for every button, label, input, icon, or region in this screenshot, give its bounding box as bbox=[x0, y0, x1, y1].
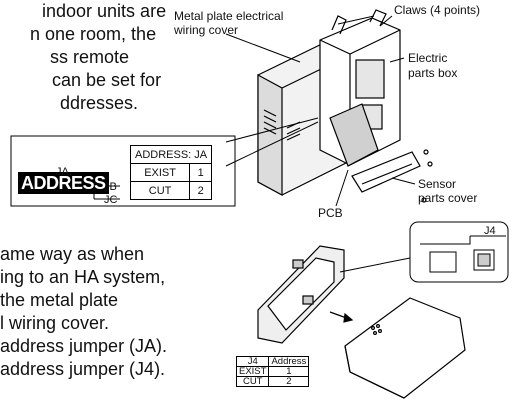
text-line: address jumper (J4). bbox=[0, 359, 166, 379]
sensor-cover-label-line1: Sensor bbox=[418, 177, 457, 191]
table-header: J4 bbox=[235, 356, 270, 367]
table-cell: EXIST bbox=[129, 163, 191, 182]
text-line: the metal plate bbox=[0, 290, 119, 310]
pcb-label: PCB bbox=[318, 206, 343, 220]
address-badge: ADDRESS bbox=[18, 172, 109, 194]
text-line: l wiring cover. bbox=[0, 313, 110, 333]
text-line: ss remote bbox=[50, 47, 130, 67]
text-line: ddresses. bbox=[60, 93, 139, 113]
text-line: ing to an HA system, bbox=[0, 267, 166, 287]
electric-box-label-line1: Electric bbox=[408, 51, 448, 65]
remote-panel-drawing bbox=[257, 245, 466, 399]
text-line: can be set for bbox=[52, 70, 162, 90]
leader-lines bbox=[225, 15, 416, 207]
ja-label: JA bbox=[56, 166, 69, 178]
claws-label: Claws (4 points) bbox=[394, 3, 481, 17]
j4-inset-label: J4 bbox=[484, 225, 496, 237]
table-cell: 1 bbox=[268, 366, 310, 377]
table-cell: EXIST bbox=[235, 366, 270, 377]
metal-plate-label-line1: Metal plate electrical bbox=[174, 9, 284, 23]
jb-label: JB bbox=[104, 181, 117, 193]
table-header: Address bbox=[268, 356, 310, 367]
electric-box-label-line2: parts box bbox=[408, 66, 458, 80]
table-cell: 2 bbox=[268, 376, 310, 387]
table-cell: 2 bbox=[189, 181, 213, 200]
text-line: n one room, the bbox=[30, 24, 157, 44]
text-line: address jumper (JA). bbox=[0, 336, 168, 356]
j4-inset-frame bbox=[339, 221, 509, 283]
text-line: indoor units are bbox=[42, 1, 167, 21]
address-ja-header: ADDRESS: JA bbox=[129, 145, 213, 164]
address-ja-table: ADDRESS: JA EXIST 1 CUT 2 bbox=[129, 145, 213, 200]
sensor-cover-label-line2: parts cover bbox=[418, 191, 478, 205]
metal-plate-label-line2: wiring cover bbox=[174, 23, 239, 37]
jc-label: JC bbox=[104, 194, 118, 206]
indoor-unit-drawing bbox=[257, 9, 433, 203]
text-line: ame way as when bbox=[0, 244, 145, 264]
address-panel-frame bbox=[10, 135, 236, 207]
table-cell: CUT bbox=[235, 376, 270, 387]
table-cell: CUT bbox=[129, 181, 191, 200]
table-cell: 1 bbox=[189, 163, 213, 182]
j4-address-table: J4 Address EXIST 1 CUT 2 bbox=[235, 356, 310, 387]
